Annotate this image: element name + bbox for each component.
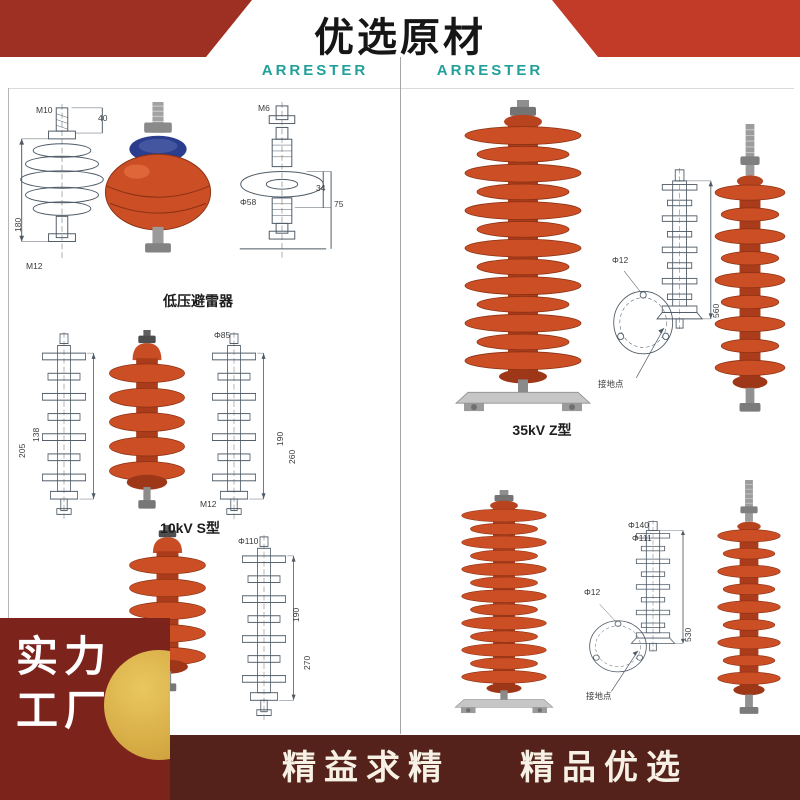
- arrester-right-bottom-photo: [717, 479, 781, 715]
- gold-circle-decoration: [104, 650, 170, 760]
- arrester-right-top-photo: [714, 123, 786, 413]
- left-border-line: [8, 88, 9, 733]
- dim-label: 270: [302, 655, 312, 670]
- dim-label: Φ110: [238, 536, 259, 546]
- dim-label: Φ12: [584, 587, 601, 597]
- dim-label: 205: [17, 443, 27, 458]
- factory-strength-block: 实力 工厂: [0, 618, 170, 800]
- dim-label: Φ12: [612, 255, 629, 265]
- arrester-bottom-dimension-drawing: [589, 519, 686, 692]
- dim-label: 40: [98, 113, 108, 123]
- arrester-35kv-dimension-drawing: [613, 167, 714, 379]
- arrester-10kv-product-photo: [108, 329, 186, 510]
- dim-label: 180: [13, 217, 23, 232]
- dim-label: 260: [287, 449, 297, 464]
- lv-arrester-label: 低压避雷器: [163, 293, 233, 309]
- header-left-red-shape: [0, 0, 252, 57]
- dim-label: M12: [200, 499, 217, 509]
- lv-arrester-disc-drawing: [239, 101, 332, 260]
- dim-label: Φ85: [214, 330, 231, 340]
- dim-label: 34: [316, 183, 326, 193]
- dim-label: 560: [711, 303, 721, 318]
- dim-label: 190: [291, 607, 301, 622]
- column-divider: [400, 57, 401, 734]
- dim-label: 190: [275, 431, 285, 446]
- dim-label: Φ58: [240, 197, 257, 207]
- dim-label: M6: [258, 103, 270, 113]
- dim-label: Φ111: [632, 533, 652, 543]
- dim-label: 530: [683, 627, 693, 642]
- top-rule: [8, 88, 794, 89]
- dim-label: 138: [31, 427, 41, 442]
- arrester-bottom-tall-photo: [454, 489, 554, 714]
- arrester-35kv-product-photo: [455, 99, 591, 412]
- arrester-bottom-left-drawing: [241, 534, 297, 722]
- header-right-red-shape: [552, 0, 800, 57]
- slogan-banner: 精益求精 精品优选: [170, 735, 800, 800]
- dim-label: M10: [36, 105, 53, 115]
- factory-text-line1: 实力: [16, 633, 113, 680]
- arrester-10kv-label: 10kV S型: [160, 520, 220, 536]
- page-title: 优选原材: [314, 16, 486, 60]
- dim-label: Φ140: [628, 520, 649, 530]
- dim-label: 75: [334, 199, 344, 209]
- dim-label: 接地点: [586, 691, 612, 701]
- slogan-right: 精品优选: [520, 748, 688, 787]
- factory-text-line2: 工厂: [16, 687, 113, 734]
- left-column-heading: ARRESTER: [261, 62, 369, 79]
- dim-label: M12: [26, 261, 43, 271]
- lv-arrester-product-photo: [104, 101, 212, 254]
- dim-label: 接地点: [598, 379, 624, 389]
- arrester-35kv-label: 35kV Z型: [512, 422, 572, 438]
- slogan-left: 精益求精: [282, 748, 450, 787]
- arrester-10kv-drawing-right: [211, 331, 267, 521]
- right-column-heading: ARRESTER: [436, 62, 544, 79]
